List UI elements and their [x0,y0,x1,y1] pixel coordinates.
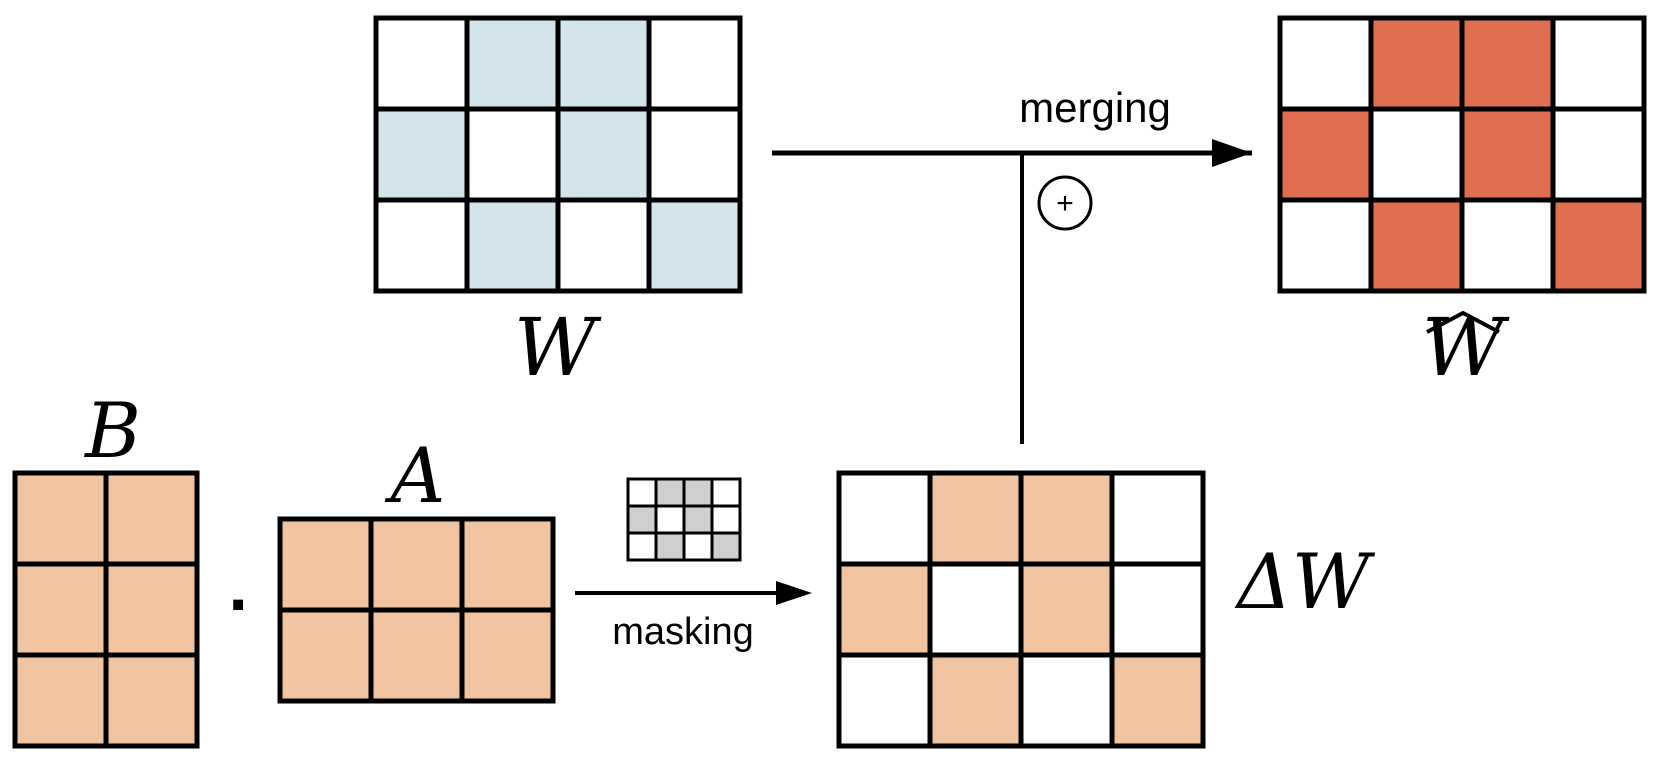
matrix-cell [459,516,556,613]
matrix-cell [373,15,470,112]
matrix-cell [927,470,1024,567]
matrix-cell [464,106,561,203]
matrix-cell [1550,106,1647,203]
matrix-cell [555,197,652,294]
matrix-cell [464,197,561,294]
matrix-cell [1550,15,1647,112]
matrix-cell [459,607,556,704]
matrix-cell [12,561,109,658]
matrix-cell [1368,197,1465,294]
matrix-cell [682,504,714,535]
merging-arrowhead [1212,139,1252,167]
matrix-cell [927,561,1024,658]
matrix-cell [836,652,933,749]
matrix-cell [555,106,652,203]
matrix-cell [103,652,200,749]
matrix-cell [1459,197,1556,294]
merged-weight-matrix [1277,15,1647,294]
lora-matrix-b [12,470,200,749]
b-label: B [83,386,141,475]
matrix-cell [1368,106,1465,203]
matrix-cell [464,15,561,112]
matrix-cell [12,652,109,749]
matrix-cell [646,197,743,294]
matrix-cell [1018,652,1115,749]
matrix-cell [1109,561,1206,658]
matrix-cell [373,197,470,294]
merging-label: merging [1019,84,1171,131]
matrix-cell [555,15,652,112]
weight-matrix-w [373,15,743,294]
multiply-dot: · [228,565,251,643]
matrix-cell [1109,470,1206,567]
masking-arrowhead [776,581,812,605]
matrix-cell [1018,561,1115,658]
matrix-cell [836,470,933,567]
matrix-cell [710,477,742,508]
matrix-cell [836,561,933,658]
matrix-cell [710,504,742,535]
w-label: W [514,301,602,394]
matrix-cell [1277,197,1374,294]
matrix-cell [1459,15,1556,112]
delta-w-label: ΔW [1234,537,1376,626]
plus-symbol: + [1056,187,1074,220]
matrix-cell [12,470,109,567]
matrix-cell [1277,106,1374,203]
matrix-cell [1109,652,1206,749]
matrix-cell [103,561,200,658]
a-label: A [385,431,446,520]
matrix-cell [103,470,200,567]
matrix-cell [1459,106,1556,203]
matrix-cell [654,531,686,562]
matrix-cell [682,531,714,562]
matrix-cell [277,607,374,704]
matrix-cell [710,531,742,562]
matrix-cell [646,15,743,112]
hat-accent-icon [1426,310,1500,334]
matrix-cell [1368,15,1465,112]
matrix-cell [646,106,743,203]
masking-label: masking [612,611,754,653]
matrix-cell [654,477,686,508]
plus-circle-icon [1037,175,1093,231]
matrix-cell [1550,197,1647,294]
matrix-cell [927,652,1024,749]
matrix-cell [1018,470,1115,567]
matrix-cell [626,504,658,535]
matrix-cell [682,477,714,508]
delta-weight-matrix [836,470,1206,749]
lora-matrix-a [277,516,556,704]
matrix-cell [368,607,465,704]
matrix-cell [626,531,658,562]
matrix-cell [626,477,658,508]
matrix-cell [654,504,686,535]
matrix-cell [1277,15,1374,112]
matrix-cell [368,516,465,613]
matrix-cell [277,516,374,613]
mask-matrix [626,477,742,562]
matrix-cell [373,106,470,203]
